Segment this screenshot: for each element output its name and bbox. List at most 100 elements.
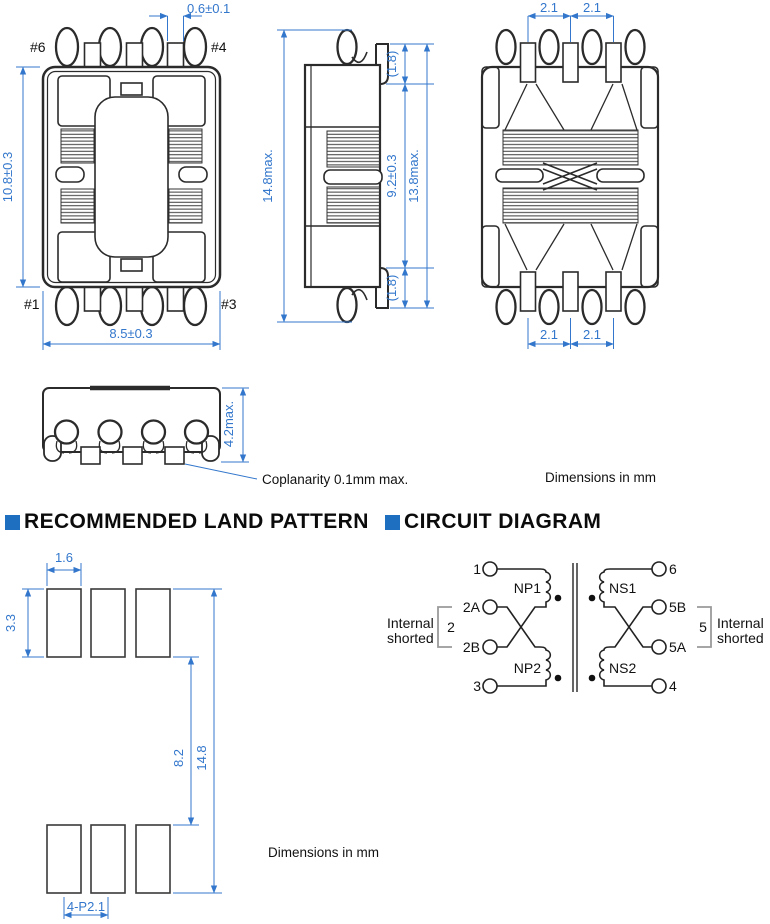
dim-pitch-top: 2.1 2.1 bbox=[527, 0, 614, 42]
internal-shorted-note: shorted bbox=[387, 630, 434, 646]
terminal-label-2a: 2A bbox=[463, 599, 481, 615]
section-title-circuit: CIRCUIT DIAGRAM bbox=[385, 510, 601, 534]
dim-label-pitch: 4-P2.1 bbox=[67, 899, 105, 914]
dim-label-pitch-bottom-1: 2.1 bbox=[540, 327, 558, 342]
terminal-circle-4 bbox=[651, 678, 667, 694]
circuit-diagram: 1 2A 2B 3 NP1 NP2 2 Internal shorted 6 5… bbox=[387, 561, 764, 694]
winding-label-ns2: NS2 bbox=[609, 660, 636, 676]
terminal-label-1: 1 bbox=[473, 561, 481, 577]
rear-view: 2.1 2.1 2.1 2.1 bbox=[480, 0, 660, 349]
terminal-label-5a: 5A bbox=[669, 639, 687, 655]
top-view-body bbox=[41, 65, 222, 289]
winding-label-ns1: NS1 bbox=[609, 580, 636, 596]
terminal-label-3: 3 bbox=[473, 678, 481, 694]
polarity-dot bbox=[554, 594, 562, 602]
terminal-label-4: 4 bbox=[669, 678, 677, 694]
pad bbox=[135, 824, 171, 894]
dim-pad-height: 3.3 bbox=[3, 588, 44, 658]
terminal-circle-5b bbox=[651, 599, 667, 615]
bracket-label-5: 5 bbox=[699, 619, 707, 635]
dim-body-width: 8.5±0.3 bbox=[42, 291, 221, 350]
side-view: 14.8max. (1.8) 9.2±0.3 13.8max. (1.8) bbox=[260, 28, 434, 324]
polarity-dot bbox=[554, 674, 562, 682]
winding-hatch bbox=[60, 188, 95, 224]
coplanarity-callout: Coplanarity 0.1mm max. bbox=[184, 463, 408, 487]
winding-lead-wires bbox=[504, 83, 638, 271]
dim-label-pad-height: 3.3 bbox=[3, 614, 18, 632]
dim-label-overall-height: 14.8max. bbox=[260, 149, 275, 202]
dim-overall-height: 14.8max. bbox=[260, 29, 352, 323]
coplanarity-note: Coplanarity 0.1mm max. bbox=[262, 472, 408, 487]
winding-label-np1: NP1 bbox=[514, 580, 541, 596]
dim-label-lead-top: (1.8) bbox=[384, 51, 399, 78]
dim-label-body-height: 10.8±0.3 bbox=[0, 152, 15, 203]
terminal-label-5b: 5B bbox=[669, 599, 686, 615]
primary-windings: 1 2A 2B 3 NP1 NP2 2 Internal shorted bbox=[387, 561, 562, 694]
dim-label-tab-width: 0.6±0.1 bbox=[187, 1, 230, 16]
winding-hatch bbox=[502, 187, 639, 224]
dim-label-overall-height: 14.8 bbox=[194, 745, 209, 770]
section-title-land-pattern: RECOMMENDED LAND PATTERN bbox=[5, 510, 369, 534]
internal-shorted-primary: 2 Internal shorted bbox=[387, 606, 455, 648]
dim-right-chain: (1.8) 9.2±0.3 13.8max. (1.8) bbox=[384, 43, 434, 309]
secondary-windings: 6 5B 5A 4 NS1 NS2 5 Internal shorted bbox=[588, 561, 764, 694]
front-view: 4.2max. Coplanarity 0.1mm max. bbox=[42, 385, 408, 487]
polarity-dot bbox=[588, 674, 596, 682]
pin-label-1: #1 bbox=[24, 296, 40, 312]
circuit-title: CIRCUIT DIAGRAM bbox=[404, 510, 602, 533]
winding-hatch bbox=[326, 186, 381, 224]
dim-pitch-bottom: 2.1 2.1 bbox=[527, 318, 614, 349]
internal-shorted-secondary: 5 Internal shorted bbox=[697, 606, 764, 648]
land-pattern-drawing: 1.6 3.3 8.2 14.8 4-P2.1 bbox=[3, 550, 222, 919]
dim-label-pitch-top-1: 2.1 bbox=[540, 0, 558, 15]
dim-pad-width: 1.6 bbox=[46, 550, 82, 586]
polarity-dot bbox=[588, 594, 596, 602]
terminal-label-6: 6 bbox=[669, 561, 677, 577]
pad bbox=[90, 588, 126, 658]
pad bbox=[90, 824, 126, 894]
dim-label-pitch-top-2: 2.1 bbox=[583, 0, 601, 15]
winding-np2-wire bbox=[497, 606, 552, 687]
dim-label-pitch-bottom-2: 2.1 bbox=[583, 327, 601, 342]
dim-label-lead-span: 13.8max. bbox=[406, 149, 421, 202]
bracket-label-2: 2 bbox=[447, 619, 455, 635]
winding-hatch bbox=[168, 188, 203, 224]
transformer-core bbox=[572, 563, 578, 692]
top-view-pins bbox=[54, 26, 208, 327]
pad bbox=[46, 588, 82, 658]
rear-view-body bbox=[480, 42, 660, 312]
pin-label-6: #6 bbox=[30, 39, 46, 55]
top-view: #6 #4 #1 #3 0.6±0.1 10.8±0.3 8.5±0.3 bbox=[0, 1, 237, 350]
heading-bullet bbox=[5, 514, 20, 530]
rear-view-pins bbox=[495, 28, 646, 326]
front-view-body bbox=[42, 385, 221, 465]
units-note-top: Dimensions in mm bbox=[545, 470, 657, 485]
terminal-circle-3 bbox=[482, 678, 498, 694]
terminal-circle-6 bbox=[651, 561, 667, 577]
pin-label-3: #3 bbox=[221, 296, 237, 312]
land-pads bbox=[46, 588, 171, 894]
dim-tab-width: 0.6±0.1 bbox=[149, 1, 230, 41]
land-pattern-title: RECOMMENDED LAND PATTERN bbox=[24, 510, 369, 533]
dim-label-front-height: 4.2max. bbox=[221, 401, 236, 447]
top-view-pin-labels: #6 #4 #1 #3 bbox=[24, 39, 237, 312]
winding-hatch bbox=[168, 128, 203, 164]
winding-label-np2: NP2 bbox=[514, 660, 541, 676]
dim-pitch: 4-P2.1 bbox=[63, 897, 109, 919]
heading-bullet bbox=[385, 514, 400, 530]
pad bbox=[135, 588, 171, 658]
dim-label-lead-bottom: (1.8) bbox=[384, 275, 399, 302]
dim-label-core-height: 9.2±0.3 bbox=[384, 154, 399, 197]
terminal-label-2b: 2B bbox=[463, 639, 480, 655]
internal-shorted-note: shorted bbox=[717, 630, 764, 646]
dim-front-height: 4.2max. bbox=[221, 387, 249, 463]
winding-ns2-wire bbox=[598, 606, 652, 687]
terminal-circle-1 bbox=[482, 561, 498, 577]
units-note-land: Dimensions in mm bbox=[268, 845, 380, 860]
dim-right-chain: 8.2 14.8 bbox=[171, 588, 222, 894]
terminal-circle-2b bbox=[482, 639, 498, 655]
winding-np1-wire bbox=[497, 568, 552, 648]
pin-label-4: #4 bbox=[211, 39, 227, 55]
winding-ns1-wire bbox=[598, 568, 652, 648]
